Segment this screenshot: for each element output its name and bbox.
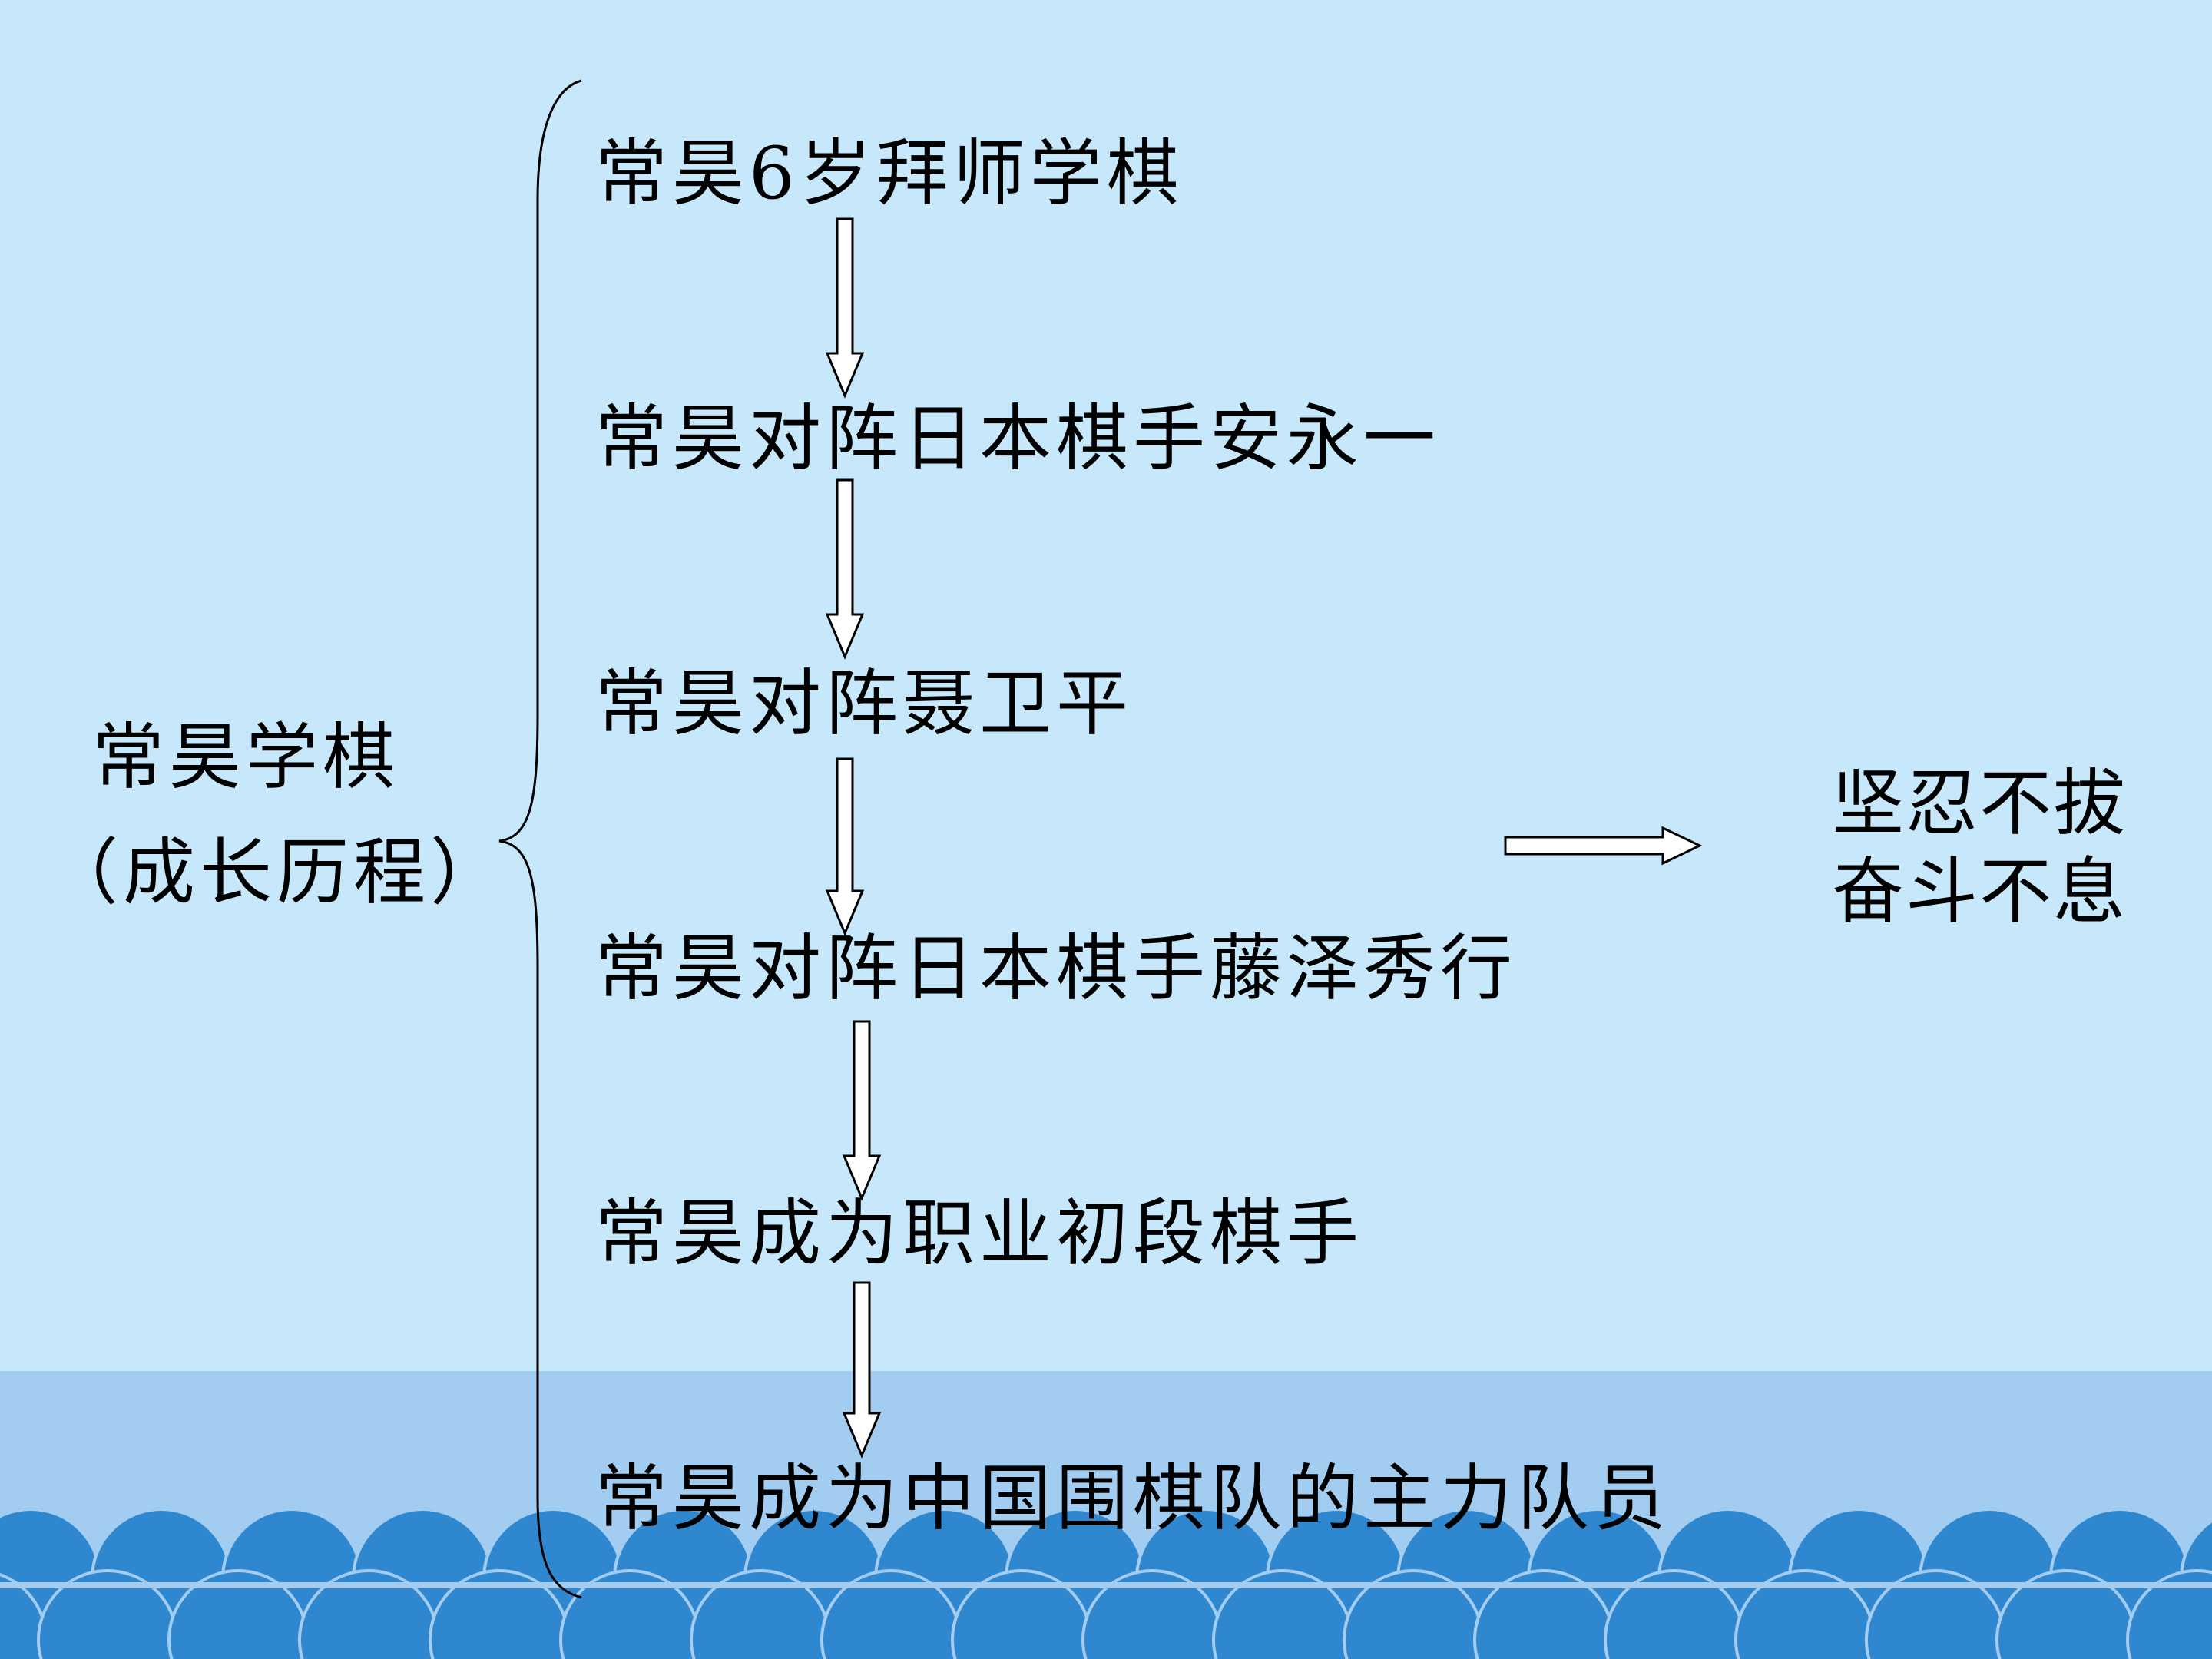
step-1: 常昊6岁拜师学棋 [595,132,1184,216]
down-arrow-1 [825,217,865,399]
wave-decoration [0,1508,2212,1659]
conclusion-line-1: 坚忍不拔 [1832,762,2128,846]
step-2: 常昊对阵日本棋手安永一 [595,397,1441,481]
down-arrow-3 [825,757,865,936]
conclusion-arrow [1504,826,1703,866]
down-arrow-5 [842,1281,882,1459]
subject-subtitle: （成长历程） [46,831,508,915]
subject-title: 常昊学棋 [92,716,400,800]
conclusion-line-2: 奋斗不息 [1832,850,2128,934]
wave-bump [2126,1569,2212,1659]
step-3: 常昊对阵聂卫平 [595,662,1134,746]
grouping-brace [498,79,582,1599]
down-arrow-4 [842,1020,882,1201]
step-6: 常昊成为中国围棋队的主力队员 [595,1457,1671,1541]
step-4: 常昊对阵日本棋手藤泽秀行 [595,927,1518,1011]
down-arrow-2 [825,478,865,660]
step-5: 常昊成为职业初段棋手 [595,1192,1364,1276]
